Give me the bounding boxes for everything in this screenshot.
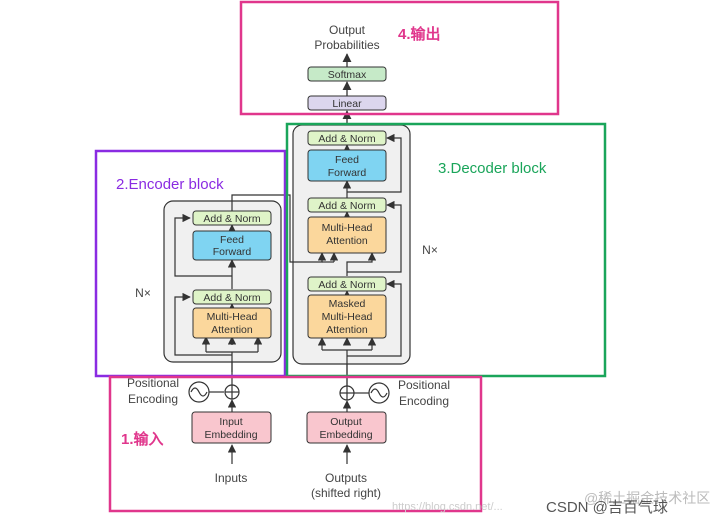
output-probabilities-label-1: Output [329,23,366,37]
decoder-mha-residual [347,200,402,273]
encoder-addnorm-top-box [192,210,272,226]
positional-encoding-right-label-1: Positional [398,378,450,392]
decoder-mha-label-2: Attention [326,235,368,247]
output-embedding-box [306,411,387,444]
input-embedding-box [191,411,272,444]
encoder-add-icon [224,384,240,400]
linear-box [307,95,387,111]
decoder-masked-label-3: Attention [326,324,368,336]
encoder-mha-residual [174,292,232,356]
watermark-credit: CSDN @吉百气球 [546,499,668,516]
input-embedding-label-2: Embedding [204,429,257,441]
decoder-addnorm-top-box [307,130,387,146]
decoder-ff-residual [347,133,402,193]
watermark-overlay: @稀土掘金技术社区 [584,490,710,506]
encoder-mha-label-1: Multi-Head [207,311,258,323]
decoder-addnorm-mid-label: Add & Norm [318,200,375,212]
decoder-masked-label-2: Multi-Head [322,311,373,323]
decoder-annotation-label: 3.Decoder block [438,160,547,177]
output-embedding-label-1: Output [330,416,362,428]
encoder-addnorm-bottom-label: Add & Norm [203,292,260,304]
outputs-label-2: (shifted right) [311,486,381,500]
encoder-ff-residual [174,213,232,277]
positional-encoding-left-label-1: Positional [127,376,179,390]
decoder-masked-label-1: Masked [329,298,366,310]
output-embedding-label-2: Embedding [319,429,372,441]
decoder-feed-forward-box [307,149,387,182]
decoder-addnorm-bottom-box [307,276,387,292]
encoder-repeat-label: N× [135,286,151,300]
output-annotation-label: 4.输出 [398,25,441,43]
encoder-to-decoder-connection [231,194,327,263]
encoder-addnorm-top-label: Add & Norm [203,213,260,225]
decoder-masked-residual [347,279,402,357]
positional-encoding-right-label-2: Encoding [399,394,449,408]
encoder-multihead-attention-box [192,307,272,339]
softmax-label: Softmax [328,69,367,81]
input-embedding-label-1: Input [219,416,242,428]
decoder-mha-label-1: Multi-Head [322,222,373,234]
encoder-mha-label-2: Attention [211,324,253,336]
linear-label: Linear [332,98,362,110]
softmax-box [307,66,387,82]
decoder-ff-label-1: Feed [335,154,359,166]
output-annotation-box [239,0,560,116]
decoder-add-icon [339,385,355,401]
decoder-repeat-label: N× [422,243,438,257]
encoder-ff-label-2: Forward [213,246,252,258]
watermark-url: https://blog.csdn.net/... [392,501,503,513]
decoder-masked-attention-box [307,294,387,339]
decoder-query-line [346,252,377,276]
output-probabilities-label-2: Probabilities [314,38,379,52]
input-annotation-box [108,375,483,513]
inputs-label: Inputs [215,471,248,485]
input-annotation-label: 1.输入 [121,430,164,448]
encoder-annotation-label: 2.Encoder block [116,176,224,193]
decoder-multihead-attention-box [307,216,387,254]
positional-encoding-right-sine-icon [368,382,390,404]
positional-encoding-left-sine-icon [188,381,210,403]
positional-encoding-left-label-2: Encoding [128,392,178,406]
decoder-addnorm-top-label: Add & Norm [318,133,375,145]
encoder-feed-forward-box [192,230,272,261]
decoder-addnorm-mid-box [307,197,387,213]
outputs-label-1: Outputs [325,471,367,485]
encoder-ff-label-1: Feed [220,234,244,246]
encoder-addnorm-bottom-box [192,289,272,305]
decoder-addnorm-bottom-label: Add & Norm [318,279,375,291]
decoder-ff-label-2: Forward [328,167,367,179]
